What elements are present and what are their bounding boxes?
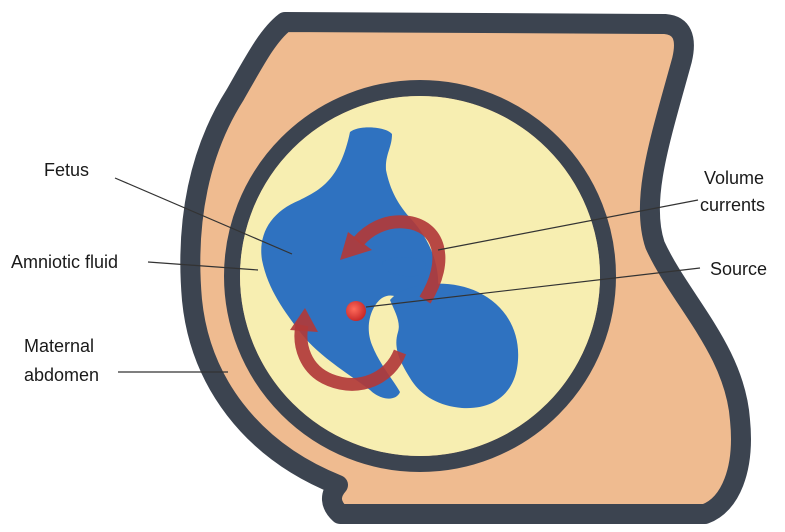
volume-currents-label-line2: currents — [700, 195, 765, 215]
maternal-abdomen-label: Maternal abdomen — [24, 336, 99, 385]
maternal-abdomen-label-line2: abdomen — [24, 365, 99, 385]
volume-currents-label: Volume currents — [700, 168, 769, 215]
fetus-label: Fetus — [44, 160, 89, 180]
amniotic-fluid-label: Amniotic fluid — [11, 252, 118, 272]
volume-currents-label-line1: Volume — [704, 168, 764, 188]
source-dot — [346, 301, 366, 321]
maternal-abdomen-label-line1: Maternal — [24, 336, 94, 356]
source-label: Source — [710, 259, 767, 279]
